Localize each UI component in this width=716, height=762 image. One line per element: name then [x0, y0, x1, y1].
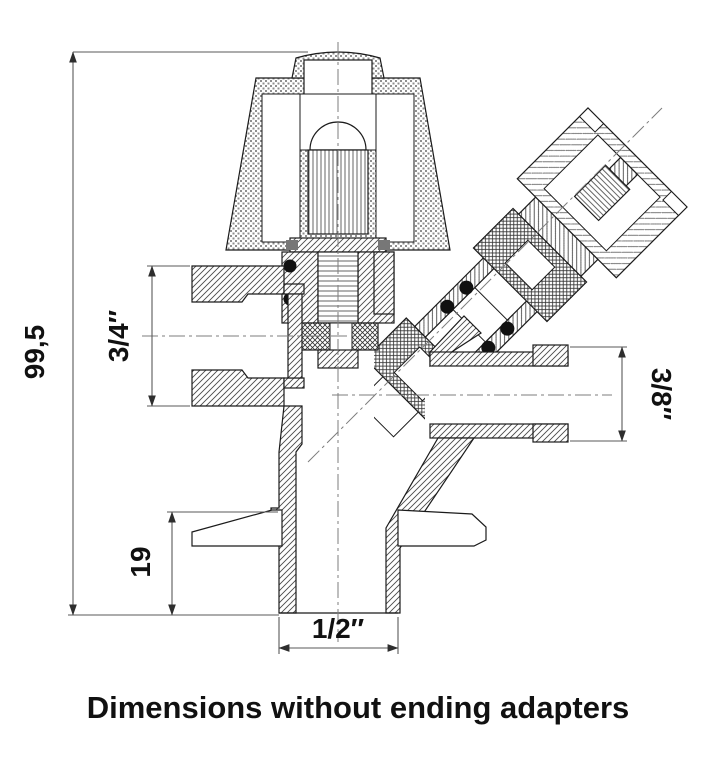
dim-label-3-4: 3/4″: [103, 310, 134, 362]
branch-oring: [500, 321, 515, 336]
right-port: [429, 315, 569, 443]
body-wall-left-lower: [270, 405, 303, 614]
dim-label-19: 19: [125, 546, 156, 577]
shell-slot-left: [261, 93, 301, 243]
body-wall-right-upper: [373, 251, 395, 315]
left-port: [191, 265, 305, 407]
dim-label-3-8: 3/8″: [646, 368, 677, 420]
drawing-caption: Dimensions without ending adapters: [87, 690, 630, 725]
branch-oring: [481, 340, 496, 355]
handwheel: [225, 51, 451, 251]
branch-oring: [459, 280, 474, 295]
right-port-collar-top: [532, 344, 569, 367]
lower-body: [191, 251, 487, 614]
mount-clip-left: [191, 509, 283, 547]
branch-oring: [440, 299, 455, 314]
washer-end: [378, 240, 390, 250]
branch-mid-nut-bore: [504, 239, 556, 291]
left-port-web-top: [283, 283, 305, 295]
centerlines: [142, 42, 663, 642]
left-port-web-bottom: [283, 377, 305, 389]
branch-centerline: [307, 107, 663, 463]
shell-notch: [578, 107, 605, 133]
cap-pocket: [303, 59, 373, 101]
dim-label-99-5: 99,5: [19, 325, 50, 380]
left-port-mouth: [150, 302, 302, 372]
dimension-bottom-port: 1/2″: [278, 613, 399, 654]
left-port-flange-top: [191, 265, 285, 303]
dimension-clip-height: 19: [125, 511, 278, 616]
quick-connector-stub-cap: [608, 156, 639, 187]
bonnet-oring: [283, 259, 297, 273]
dimension-left-port: 3/4″: [103, 265, 190, 407]
mount-clip-right: [397, 509, 487, 547]
shell-notch: [662, 190, 688, 217]
diagonal-branch-assembly: [357, 107, 688, 438]
right-port-collar-bottom: [532, 423, 569, 443]
shell-slot-right: [375, 93, 415, 243]
branch-cartridge-lines: [447, 282, 513, 348]
bottom-pipe-bore: [296, 440, 385, 613]
dim-label-1-2: 1/2″: [312, 613, 364, 644]
washer-end: [286, 240, 298, 250]
dimension-branch-port: 3/8″: [570, 346, 677, 442]
